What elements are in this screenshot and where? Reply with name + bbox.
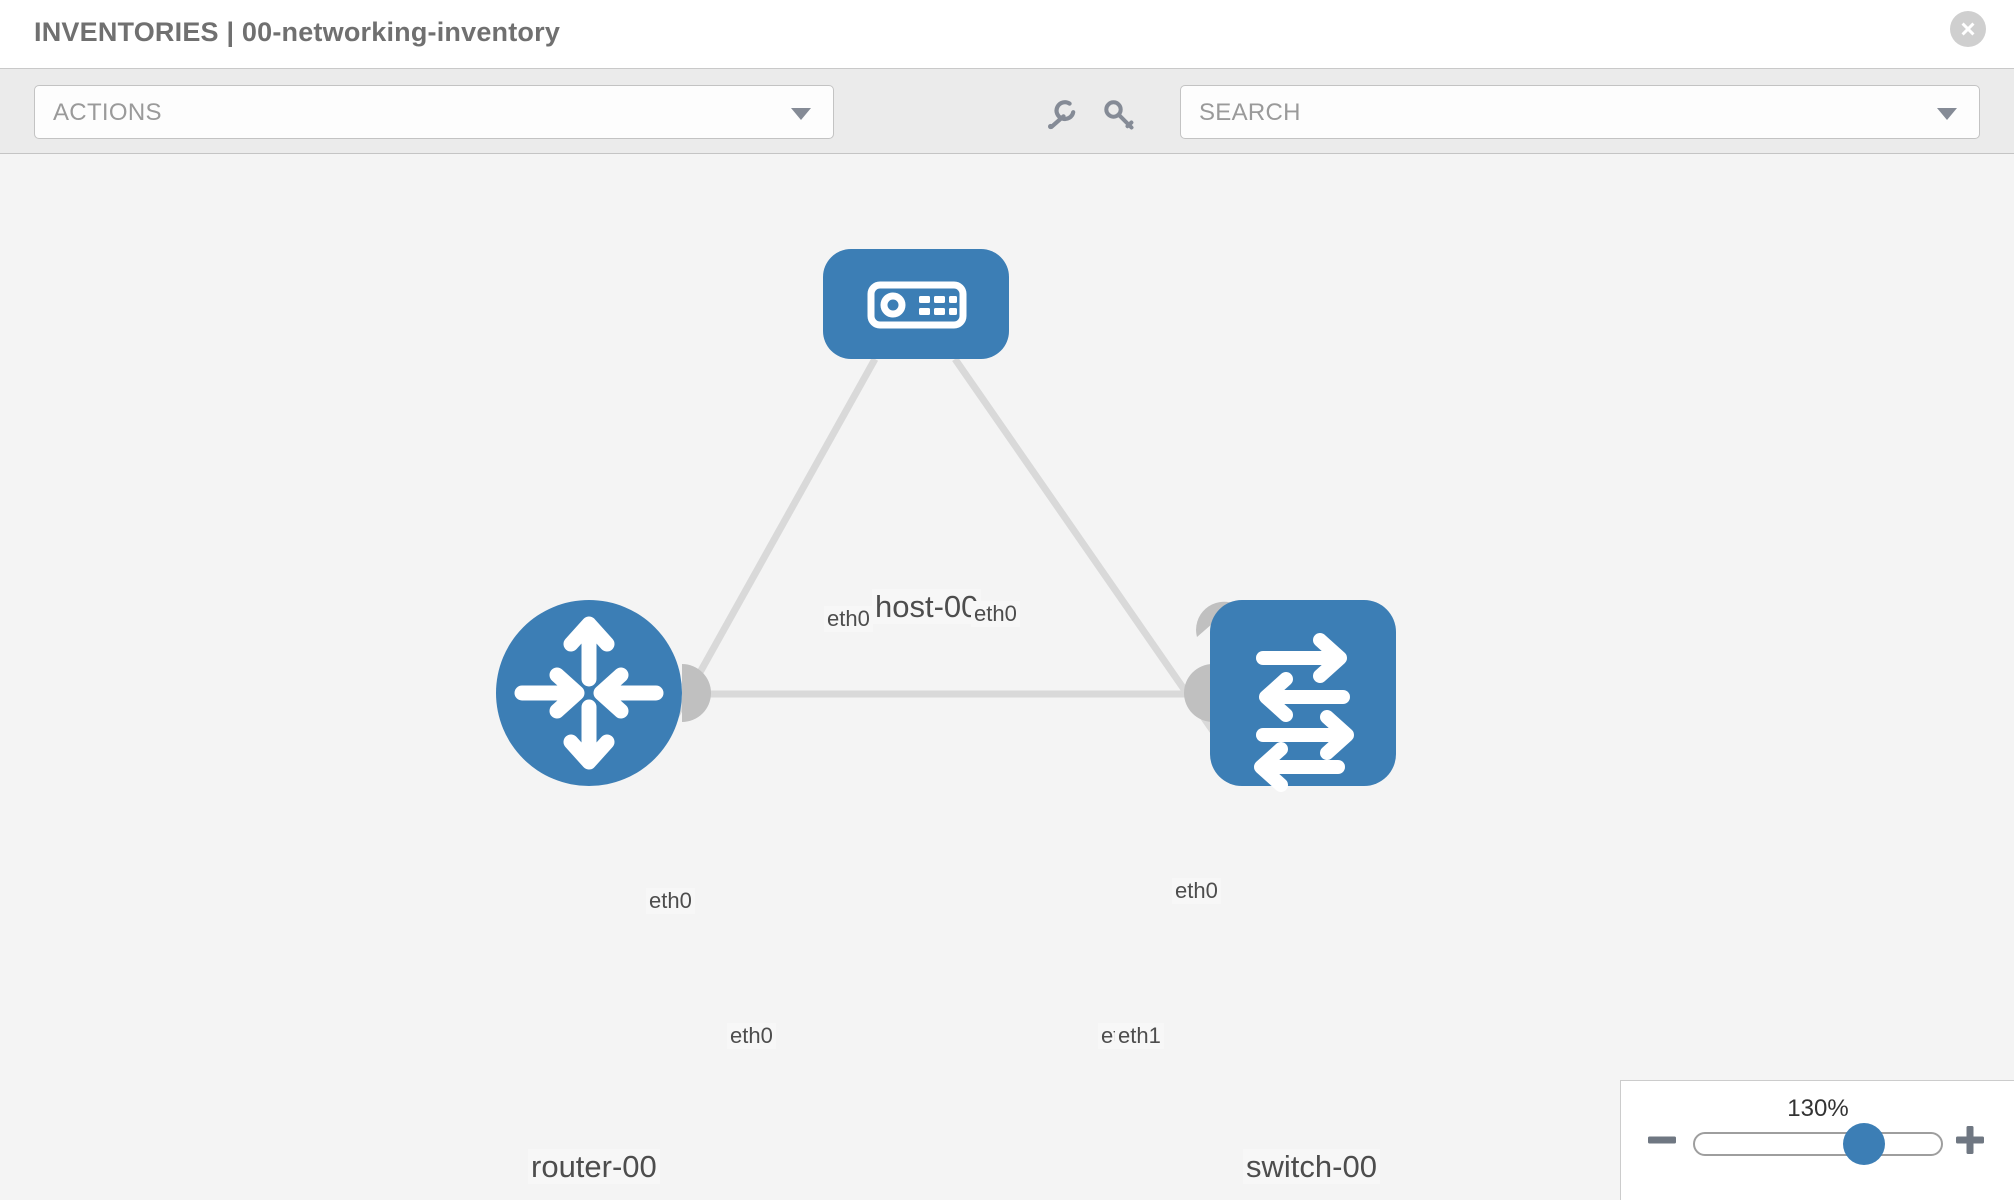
node-label-host-00: host-00 <box>872 589 982 624</box>
toolbar: ACTIONS SEARCH <box>0 68 2014 154</box>
node-label-router-00: router-00 <box>528 1149 660 1184</box>
title-bar: INVENTORIES | 00-networking-inventory <box>0 0 2014 68</box>
node-label-switch-00: switch-00 <box>1243 1149 1380 1184</box>
key-icon[interactable] <box>1099 95 1139 135</box>
node-switch-00[interactable] <box>1210 600 1396 792</box>
server-icon <box>867 281 967 329</box>
plus-icon[interactable] <box>1953 1123 1987 1157</box>
zoom-control: 130% <box>1620 1080 2014 1200</box>
nub-switch00-eth1[interactable] <box>1184 664 1213 722</box>
topology-graph <box>496 249 1396 792</box>
minus-icon[interactable] <box>1645 1123 1679 1157</box>
topology-canvas[interactable]: host-00 router-00 switch-00 eth0 eth0 et… <box>0 154 2014 1200</box>
close-icon[interactable] <box>1950 11 1986 47</box>
interface-label-host00-eth0-right: eth0 <box>971 601 1020 627</box>
chevron-down-icon <box>791 108 811 120</box>
zoom-percent-label: 130% <box>1787 1095 1849 1122</box>
chevron-down-icon[interactable] <box>1937 108 1957 120</box>
nub-router00-eth0[interactable] <box>682 664 711 722</box>
interface-label-host00-eth0-left: eth0 <box>824 606 873 632</box>
node-host-00-shape[interactable] <box>823 249 1009 359</box>
wrench-icon[interactable] <box>1041 95 1081 135</box>
link-edges <box>656 357 1225 746</box>
interface-label-router00-eth0: eth0 <box>727 1023 776 1049</box>
switch-arrows-icon <box>1254 633 1354 792</box>
router-arrows-icon <box>514 616 664 770</box>
link-host00-switch00[interactable] <box>952 357 1225 746</box>
interface-label-switch00-eth1: eth1 <box>1115 1023 1164 1049</box>
actions-dropdown[interactable]: ACTIONS <box>34 85 834 139</box>
search-placeholder: SEARCH <box>1199 99 1301 126</box>
node-host-00[interactable] <box>823 249 1009 359</box>
search-input[interactable]: SEARCH <box>1180 85 1980 139</box>
node-router-00-shape[interactable] <box>496 600 682 786</box>
actions-dropdown-label: ACTIONS <box>53 99 162 126</box>
interface-label-router00-eth0-diagonal: eth0 <box>646 888 695 914</box>
interface-label-switch00-eth0-diagonal: eth0 <box>1172 878 1221 904</box>
zoom-slider-thumb[interactable] <box>1843 1123 1885 1165</box>
node-router-00[interactable] <box>496 600 682 786</box>
zoom-slider[interactable] <box>1693 1132 1943 1156</box>
page-title: INVENTORIES | 00-networking-inventory <box>34 17 561 47</box>
